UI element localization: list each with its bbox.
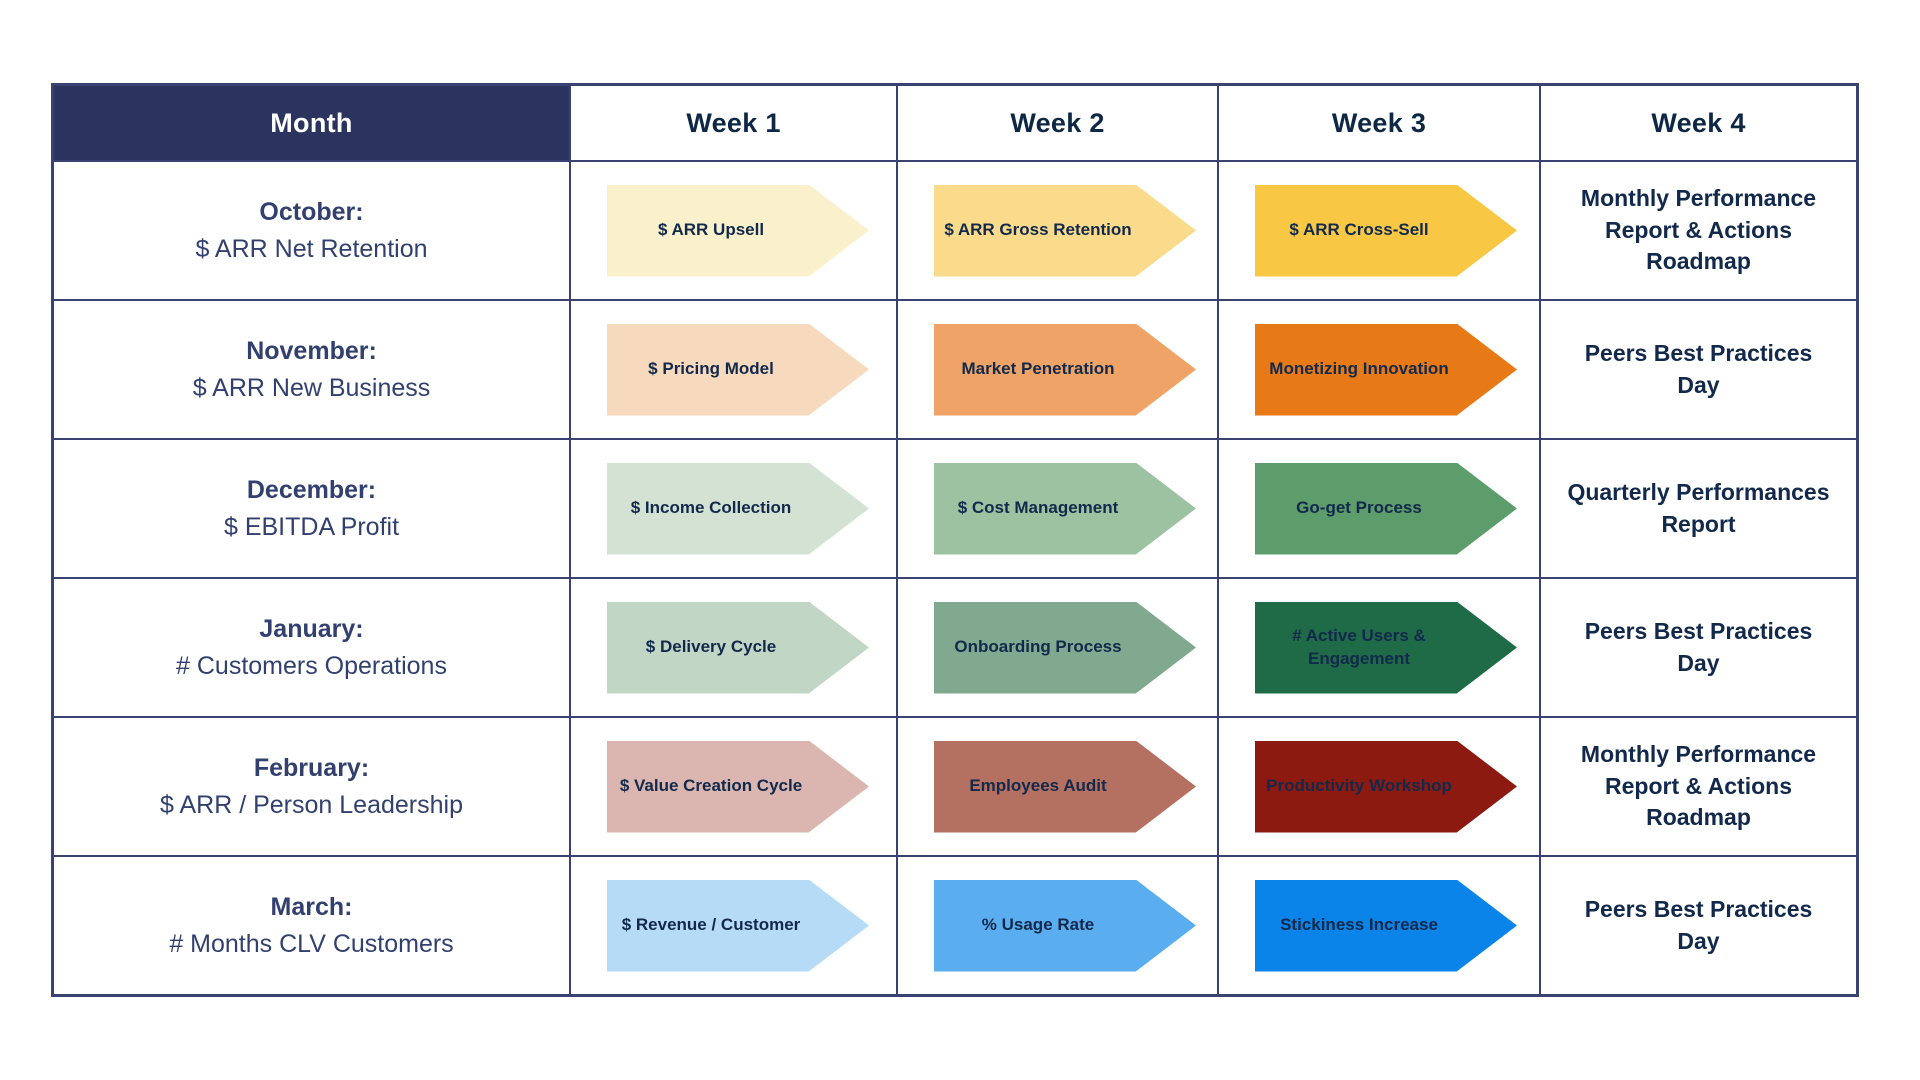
arrow-banner: $ ARR Cross-Sell xyxy=(1255,184,1517,277)
arrow-label: $ Income Collection xyxy=(630,498,792,518)
cell-march-week2: % Usage Rate xyxy=(898,857,1217,994)
cell-december-week1: $ Income Collection xyxy=(571,440,896,577)
arrow-banner: Go-get Process xyxy=(1255,462,1517,555)
header-week1-label: Week 1 xyxy=(686,107,781,138)
arrow-label: Onboarding Process xyxy=(954,637,1122,657)
cell-november-week2: Market Penetration xyxy=(898,301,1217,438)
cell-december-week2: $ Cost Management xyxy=(898,440,1217,577)
cell-november-week4: Peers Best Practices Day xyxy=(1541,301,1856,438)
arrow-banner: $ Pricing Model xyxy=(607,323,869,416)
month-cell-march: March: # Months CLV Customers xyxy=(54,857,569,994)
cell-march-week1: $ Revenue / Customer xyxy=(571,857,896,994)
cell-october-week2: $ ARR Gross Retention xyxy=(898,162,1217,299)
week4-text: Monthly Performance Report & Actions Roa… xyxy=(1580,184,1817,275)
cell-january-week2: Onboarding Process xyxy=(898,579,1217,716)
arrow-banner: Stickiness Increase xyxy=(1255,879,1517,972)
header-week2-label: Week 2 xyxy=(1010,107,1105,138)
month-kpi: $ EBITDA Profit xyxy=(223,512,400,541)
arrow-banner: $ ARR Gross Retention xyxy=(934,184,1196,277)
arrow-label: $ Value Creation Cycle xyxy=(619,776,803,796)
month-kpi: $ ARR / Person Leadership xyxy=(160,790,463,819)
month-title: December: xyxy=(246,475,377,504)
arrow-banner: $ Cost Management xyxy=(934,462,1196,555)
arrow-banner: Productivity Workshop xyxy=(1255,740,1517,833)
monthly-roadmap-table: Month Week 1 Week 2 Week 3 Week 4 Octobe… xyxy=(51,83,1859,997)
cell-february-week3: Productivity Workshop xyxy=(1219,718,1539,855)
arrow-label: $ Cost Management xyxy=(957,498,1119,518)
arrow-banner: % Usage Rate xyxy=(934,879,1196,972)
month-cell-january: January: # Customers Operations xyxy=(54,579,569,716)
arrow-banner: $ Delivery Cycle xyxy=(607,601,869,694)
month-kpi: $ ARR Net Retention xyxy=(195,234,428,263)
header-week4-label: Week 4 xyxy=(1651,107,1746,138)
cell-december-week3: Go-get Process xyxy=(1219,440,1539,577)
header-week3: Week 3 xyxy=(1219,86,1539,160)
month-kpi: $ ARR New Business xyxy=(192,373,431,402)
cell-december-week4: Quarterly Performances Report xyxy=(1541,440,1856,577)
arrow-label: Market Penetration xyxy=(961,359,1115,379)
month-cell-december: December: $ EBITDA Profit xyxy=(54,440,569,577)
month-title: November: xyxy=(246,336,377,365)
cell-february-week2: Employees Audit xyxy=(898,718,1217,855)
arrow-banner: Onboarding Process xyxy=(934,601,1196,694)
arrow-label: $ ARR Cross-Sell xyxy=(1289,220,1429,240)
cell-march-week3: Stickiness Increase xyxy=(1219,857,1539,994)
arrow-label: $ Pricing Model xyxy=(648,359,774,379)
header-week3-label: Week 3 xyxy=(1331,107,1427,138)
arrow-label: $ ARR Upsell xyxy=(657,220,765,240)
arrow-banner: Employees Audit xyxy=(934,740,1196,833)
header-week1: Week 1 xyxy=(571,86,896,160)
month-cell-october: October: $ ARR Net Retention xyxy=(54,162,569,299)
arrow-label: Monetizing Innovation xyxy=(1269,359,1449,379)
cell-february-week4: Monthly Performance Report & Actions Roa… xyxy=(1541,718,1856,855)
cell-november-week1: $ Pricing Model xyxy=(571,301,896,438)
header-month-label: Month xyxy=(270,107,353,138)
month-title: March: xyxy=(270,892,353,921)
month-cell-february: February: $ ARR / Person Leadership xyxy=(54,718,569,855)
month-kpi: # Customers Operations xyxy=(176,651,447,680)
month-title: October: xyxy=(259,197,364,226)
arrow-label: % Usage Rate xyxy=(981,915,1095,935)
arrow-label: Productivity Workshop xyxy=(1266,776,1452,796)
week4-text: Peers Best Practices Day xyxy=(1584,895,1813,954)
week4-text: Peers Best Practices Day xyxy=(1584,617,1813,676)
arrow-label: $ Delivery Cycle xyxy=(645,637,777,657)
cell-january-week1: $ Delivery Cycle xyxy=(571,579,896,716)
arrow-banner: Monetizing Innovation xyxy=(1255,323,1517,416)
arrow-label: $ Revenue / Customer xyxy=(621,915,801,935)
header-month: Month xyxy=(54,86,569,160)
header-week4: Week 4 xyxy=(1541,86,1856,160)
cell-january-week3: # Active Users & Engagement xyxy=(1219,579,1539,716)
week4-text: Monthly Performance Report & Actions Roa… xyxy=(1580,740,1817,831)
arrow-banner: Market Penetration xyxy=(934,323,1196,416)
month-title: January: xyxy=(259,614,364,643)
cell-february-week1: $ Value Creation Cycle xyxy=(571,718,896,855)
arrow-label: # Active Users & Engagement xyxy=(1292,626,1426,668)
arrow-banner: $ Income Collection xyxy=(607,462,869,555)
arrow-banner: $ Value Creation Cycle xyxy=(607,740,869,833)
arrow-label: Employees Audit xyxy=(969,776,1107,796)
arrow-banner: $ Revenue / Customer xyxy=(607,879,869,972)
header-week2: Week 2 xyxy=(898,86,1217,160)
cell-october-week3: $ ARR Cross-Sell xyxy=(1219,162,1539,299)
week4-text: Quarterly Performances Report xyxy=(1567,478,1830,537)
arrow-label: Go-get Process xyxy=(1296,498,1422,518)
arrow-label: $ ARR Gross Retention xyxy=(944,220,1132,240)
month-title: February: xyxy=(253,753,370,782)
month-kpi: # Months CLV Customers xyxy=(169,929,454,958)
arrow-banner: $ ARR Upsell xyxy=(607,184,869,277)
week4-text: Peers Best Practices Day xyxy=(1584,339,1813,398)
cell-october-week4: Monthly Performance Report & Actions Roa… xyxy=(1541,162,1856,299)
arrow-banner: # Active Users & Engagement xyxy=(1255,601,1517,694)
month-cell-november: November: $ ARR New Business xyxy=(54,301,569,438)
cell-march-week4: Peers Best Practices Day xyxy=(1541,857,1856,994)
cell-november-week3: Monetizing Innovation xyxy=(1219,301,1539,438)
cell-october-week1: $ ARR Upsell xyxy=(571,162,896,299)
cell-january-week4: Peers Best Practices Day xyxy=(1541,579,1856,716)
arrow-label: Stickiness Increase xyxy=(1280,915,1438,935)
